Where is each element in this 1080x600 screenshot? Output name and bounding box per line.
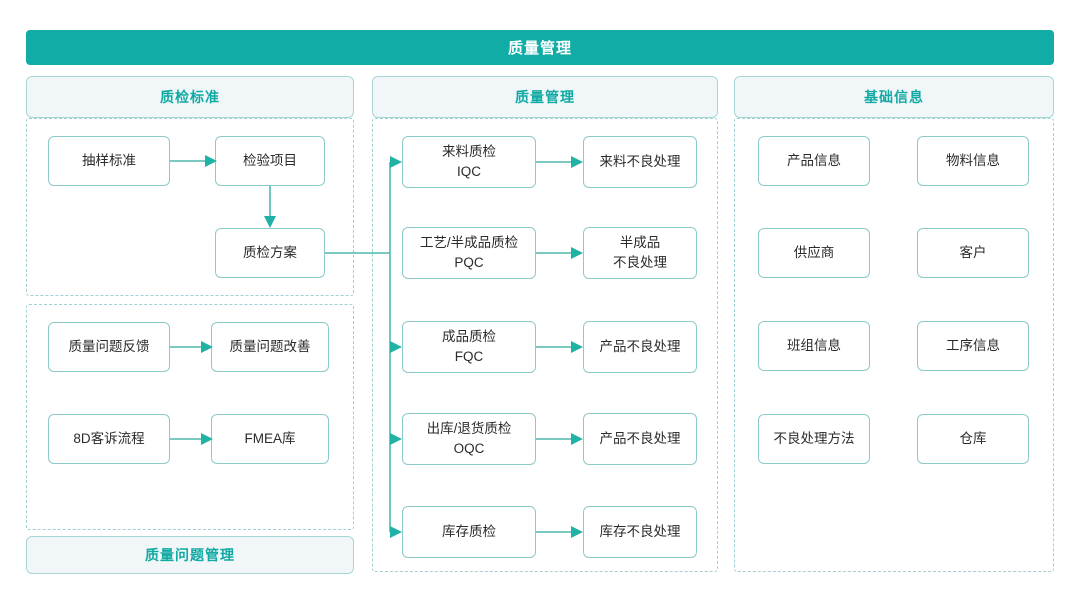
node-label: 库存质检 [442, 524, 496, 540]
node-label: 半成品 不良处理 [613, 235, 667, 270]
node-oqc[interactable]: 出库/退货质检 OQC [402, 413, 536, 465]
diagram-title: 质量管理 [507, 40, 572, 57]
node-iqc-defect-handling[interactable]: 来料不良处理 [583, 136, 697, 188]
node-team-info[interactable]: 班组信息 [758, 321, 870, 371]
node-iqc[interactable]: 来料质检 IQC [402, 136, 536, 188]
node-label: 产品信息 [787, 153, 841, 169]
node-fmea-library[interactable]: FMEA库 [211, 414, 329, 464]
node-customer[interactable]: 客户 [917, 228, 1029, 278]
node-product-info[interactable]: 产品信息 [758, 136, 870, 186]
node-material-info[interactable]: 物料信息 [917, 136, 1029, 186]
node-fqc[interactable]: 成品质检 FQC [402, 321, 536, 373]
node-label: 库存不良处理 [599, 524, 681, 540]
section-header-label: 质检标准 [160, 89, 220, 105]
node-label: 产品不良处理 [599, 339, 681, 355]
node-label: 质量问题反馈 [68, 339, 150, 355]
node-label: 产品不良处理 [599, 431, 681, 447]
group-container-standards [26, 118, 354, 296]
node-label: 工艺/半成品质检 PQC [419, 235, 519, 270]
node-label: 仓库 [959, 431, 987, 447]
section-header-label: 基础信息 [864, 89, 924, 105]
node-fqc-defect-handling[interactable]: 产品不良处理 [583, 321, 697, 373]
node-process-info[interactable]: 工序信息 [917, 321, 1029, 371]
node-label: 班组信息 [787, 338, 841, 354]
footer-label-text: 质量问题管理 [145, 547, 235, 563]
node-label: 来料不良处理 [599, 154, 681, 170]
node-quality-issue-feedback[interactable]: 质量问题反馈 [48, 322, 170, 372]
node-label: 客户 [959, 245, 987, 261]
node-inspection-plan[interactable]: 质检方案 [215, 228, 325, 278]
node-label: 成品质检 FQC [442, 329, 496, 364]
node-inspection-item[interactable]: 检验项目 [215, 136, 325, 186]
node-quality-issue-improvement[interactable]: 质量问题改善 [211, 322, 329, 372]
section-header-basic-info[interactable]: 基础信息 [734, 76, 1054, 118]
node-label: 质检方案 [243, 245, 297, 261]
node-label: 出库/退货质检 OQC [426, 421, 512, 456]
node-label: 8D客诉流程 [73, 431, 145, 447]
node-label: 不良处理方法 [773, 431, 855, 447]
node-label: 物料信息 [946, 153, 1000, 169]
node-label: 质量问题改善 [229, 339, 311, 355]
group-container-basic-info [734, 118, 1054, 572]
node-8d-complaint-process[interactable]: 8D客诉流程 [48, 414, 170, 464]
group-container-quality-flow [372, 118, 718, 572]
node-sampling-standard[interactable]: 抽样标准 [48, 136, 170, 186]
node-label: 检验项目 [243, 153, 297, 169]
node-supplier[interactable]: 供应商 [758, 228, 870, 278]
node-label: 来料质检 IQC [442, 144, 496, 179]
section-header-quality-management[interactable]: 质量管理 [372, 76, 718, 118]
node-pqc-defect-handling[interactable]: 半成品 不良处理 [583, 227, 697, 279]
node-oqc-defect-handling[interactable]: 产品不良处理 [583, 413, 697, 465]
node-warehouse[interactable]: 仓库 [917, 414, 1029, 464]
node-stock-defect-handling[interactable]: 库存不良处理 [583, 506, 697, 558]
node-stock-inspection[interactable]: 库存质检 [402, 506, 536, 558]
section-header-label: 质量管理 [515, 89, 575, 105]
node-pqc[interactable]: 工艺/半成品质检 PQC [402, 227, 536, 279]
node-defect-handling-method[interactable]: 不良处理方法 [758, 414, 870, 464]
node-label: 工序信息 [946, 338, 1000, 354]
node-label: 供应商 [793, 245, 835, 261]
footer-label-quality-issue-management[interactable]: 质量问题管理 [26, 536, 354, 574]
node-label: 抽样标准 [82, 153, 136, 169]
section-header-inspection-standards[interactable]: 质检标准 [26, 76, 354, 118]
group-container-quality-issues [26, 304, 354, 530]
node-label: FMEA库 [244, 431, 296, 447]
diagram-title-bar: 质量管理 [26, 30, 1054, 65]
